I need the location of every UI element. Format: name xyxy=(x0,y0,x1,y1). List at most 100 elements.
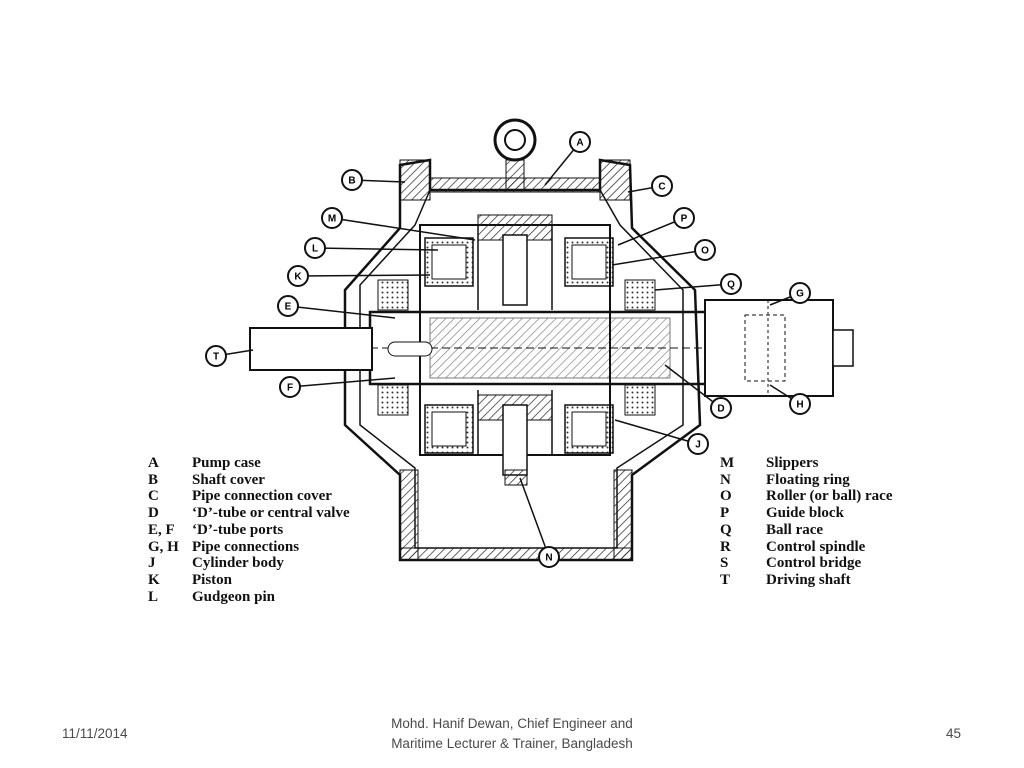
callout-letter: K xyxy=(294,272,302,283)
callout-leader xyxy=(617,217,685,246)
legend-right-label: Guide block xyxy=(766,505,844,522)
footer-author-line-2: Maritime Lecturer & Trainer, Bangladesh xyxy=(391,736,633,751)
legend-right-label: Floating ring xyxy=(766,471,850,488)
callout-circle xyxy=(694,239,716,261)
callout-a: A xyxy=(544,131,591,186)
legend-left-label: Gudgeon pin xyxy=(192,588,275,605)
legend-right-key: T xyxy=(720,571,731,588)
legend-left-row: E, F‘D’-tube ports xyxy=(148,522,350,539)
callout-q: Q xyxy=(654,273,742,295)
callout-p: P xyxy=(617,207,695,246)
callout-circle xyxy=(205,345,227,367)
callout-circle xyxy=(304,237,326,259)
callout-circle xyxy=(569,131,591,153)
legend-left-label: Pipe connections xyxy=(192,538,300,555)
legend-left-label: ‘D’-tube or central valve xyxy=(192,505,350,522)
callout-letter: O xyxy=(701,246,709,257)
callout-circle xyxy=(321,207,343,229)
callout-j: J xyxy=(614,419,709,455)
legend-right-key: P xyxy=(720,505,730,522)
callout-letter: N xyxy=(545,553,552,564)
callout-b: B xyxy=(341,169,406,191)
callout-letter: M xyxy=(328,214,336,225)
legend-left-key: J xyxy=(148,555,156,572)
footer-author-line-1: Mohd. Hanif Dewan, Chief Engineer and xyxy=(391,716,633,731)
callout-circle xyxy=(673,207,695,229)
legend-right-label: Roller (or ball) race xyxy=(766,488,893,505)
legend-right-row: T Driving shaft xyxy=(720,572,893,589)
legend-right-key: M xyxy=(720,455,735,471)
callout-circle xyxy=(287,265,309,287)
callout-leader xyxy=(519,477,550,558)
callout-circle xyxy=(789,282,811,304)
legend-left-label: Pump case xyxy=(192,455,261,471)
callout-o: O xyxy=(611,239,716,266)
callout-letter: L xyxy=(312,244,318,255)
callout-k: K xyxy=(287,265,431,287)
legend-right-key: O xyxy=(720,488,732,505)
callout-e: E xyxy=(277,295,396,319)
legend-left-key: L xyxy=(148,588,159,605)
legend-left-key: B xyxy=(148,471,159,488)
legend-right-key: N xyxy=(720,471,731,488)
legend-right-label: Ball race xyxy=(766,521,824,538)
callout-m: M xyxy=(321,207,476,241)
legend-left-row: K Piston xyxy=(148,572,350,589)
callout-letter: J xyxy=(695,440,701,451)
callout-n: N xyxy=(519,477,560,568)
legend-right-row: N Floating ring xyxy=(720,472,893,489)
callout-letter: P xyxy=(681,214,688,225)
callout-leader xyxy=(297,274,431,277)
callout-leader xyxy=(314,247,439,251)
legend-left-row: B Shaft cover xyxy=(148,472,350,489)
callout-circle xyxy=(277,295,299,317)
callout-circle xyxy=(651,175,673,197)
callout-letter: Q xyxy=(727,280,735,291)
legend-left-key: C xyxy=(148,488,159,505)
callout-circle xyxy=(789,393,811,415)
callout-circle xyxy=(341,169,363,191)
callout-h: H xyxy=(769,384,811,415)
footer-date: 11/11/2014 xyxy=(62,726,128,741)
callout-letter: T xyxy=(213,352,219,363)
legend-right-row: P Guide block xyxy=(720,505,893,522)
legend-right-label: Slippers xyxy=(766,455,819,471)
legend-left-label: Shaft cover xyxy=(192,471,265,488)
callout-l: L xyxy=(304,237,439,259)
callout-circle xyxy=(538,546,560,568)
callout-letter: E xyxy=(285,302,292,313)
callout-t: T xyxy=(205,345,254,367)
legend-left-label: ‘D’-tube ports xyxy=(192,521,284,538)
callout-leader xyxy=(664,364,722,409)
legend-left-key: G, H xyxy=(148,538,179,555)
legend-left-label: Piston xyxy=(192,571,233,588)
callout-letter: H xyxy=(796,400,803,411)
legend-right-row: M Slippers xyxy=(720,455,893,472)
callout-leader xyxy=(614,419,699,445)
callout-g: G xyxy=(769,282,811,306)
callout-d: D xyxy=(664,364,732,419)
legend-right-row: O Roller (or ball) race xyxy=(720,488,893,505)
legend-right-label: Control bridge xyxy=(766,555,862,572)
callout-letter: G xyxy=(796,289,804,300)
callout-c: C xyxy=(627,175,673,197)
callout-leader xyxy=(331,217,476,241)
footer-author: Mohd. Hanif Dewan, Chief Engineer and Ma… xyxy=(350,714,674,754)
footer-page-number: 45 xyxy=(946,726,962,741)
callout-leader xyxy=(654,283,732,291)
callout-leader xyxy=(287,305,396,319)
callout-letter: B xyxy=(348,176,355,187)
legend-left-key: K xyxy=(148,571,160,588)
callout-circle xyxy=(710,397,732,419)
legend-left-row: L Gudgeon pin xyxy=(148,589,350,606)
legend-right-label: Driving shaft xyxy=(766,571,851,588)
